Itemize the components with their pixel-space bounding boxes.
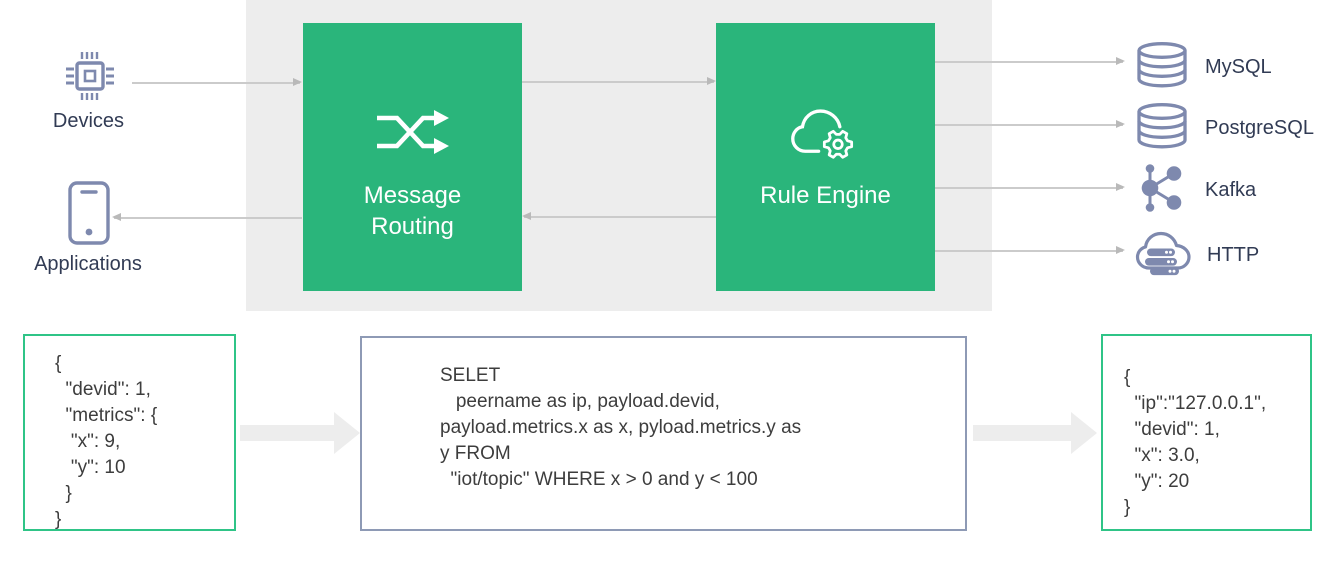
arrow-shaft xyxy=(933,187,1123,189)
fat-arrow-body xyxy=(240,425,336,441)
input-json-box: { "devid": 1, "metrics": { "x": 9, "y": … xyxy=(23,334,236,531)
rule-sql-box: SELET peername as ip, payload.devid, pay… xyxy=(360,336,967,531)
sink-row-mysql: MySQL xyxy=(1134,41,1272,94)
arrow-shaft xyxy=(522,81,714,83)
arrow-shaft xyxy=(933,124,1123,126)
output-json-box: { "ip":"127.0.0.1", "devid": 1, "x": 3.0… xyxy=(1101,334,1312,531)
arrow-shaft xyxy=(114,217,302,219)
chip-icon xyxy=(61,47,119,110)
arrow-shaft xyxy=(933,250,1123,252)
sink-row-kafka: Kafka xyxy=(1134,162,1256,219)
arrow-shaft xyxy=(132,82,300,84)
database-icon xyxy=(1134,102,1190,155)
arrow-devices-to-message-routing xyxy=(132,78,302,86)
arrow-rule-engine-to-kafka xyxy=(933,183,1125,191)
phone-icon xyxy=(66,180,112,251)
devices-label: Devices xyxy=(52,110,125,132)
database-icon xyxy=(1134,41,1190,94)
arrow-rule-engine-to-message-routing xyxy=(522,212,716,220)
arrow-head-icon xyxy=(707,77,716,85)
cloud-server-icon xyxy=(1134,227,1192,284)
arrow-head-icon xyxy=(1116,120,1125,128)
arrow-message-routing-to-rule-engine xyxy=(522,77,716,85)
arrow-shaft xyxy=(933,61,1123,63)
fat-arrow-sql-to-output-icon xyxy=(973,412,1097,454)
arrow-head-icon xyxy=(1116,57,1125,65)
fat-arrow-tip xyxy=(1071,412,1097,454)
shuffle-icon xyxy=(303,105,522,159)
rule-engine-box: Rule Engine xyxy=(716,23,935,291)
mysql-label: MySQL xyxy=(1205,56,1272,78)
fat-arrow-tip xyxy=(334,412,360,454)
applications-label: Applications xyxy=(34,253,142,275)
postgresql-label: PostgreSQL xyxy=(1205,117,1314,139)
node-graph-icon xyxy=(1134,162,1190,219)
arrow-head-icon xyxy=(522,212,531,220)
rule-sql-text: SELET peername as ip, payload.devid, pay… xyxy=(440,365,802,490)
output-json-text: { "ip":"127.0.0.1", "devid": 1, "x": 3.0… xyxy=(1124,367,1267,518)
fat-arrow-body xyxy=(973,425,1073,441)
arrow-head-icon xyxy=(1116,183,1125,191)
arrow-rule-engine-to-postgresql xyxy=(933,120,1125,128)
input-json-text: { "devid": 1, "metrics": { "x": 9, "y": … xyxy=(55,353,158,530)
arrow-message-routing-to-applications xyxy=(112,213,302,221)
arrow-head-icon xyxy=(293,78,302,86)
sink-row-http: HTTP xyxy=(1134,227,1259,284)
message-routing-box: Message Routing xyxy=(303,23,522,291)
fat-arrow-input-to-sql-icon xyxy=(240,412,360,454)
sink-row-postgresql: PostgreSQL xyxy=(1134,102,1314,155)
rule-engine-label: Rule Engine xyxy=(760,182,891,209)
arrow-shaft xyxy=(524,216,716,218)
cloud-gear-icon xyxy=(716,105,935,167)
arrow-head-icon xyxy=(112,213,121,221)
message-routing-label: Message Routing xyxy=(363,182,462,240)
arrow-head-icon xyxy=(1116,246,1125,254)
kafka-label: Kafka xyxy=(1205,179,1257,201)
http-label: HTTP xyxy=(1207,244,1260,266)
arrow-rule-engine-to-http xyxy=(933,246,1125,254)
arrow-rule-engine-to-mysql xyxy=(933,57,1125,65)
